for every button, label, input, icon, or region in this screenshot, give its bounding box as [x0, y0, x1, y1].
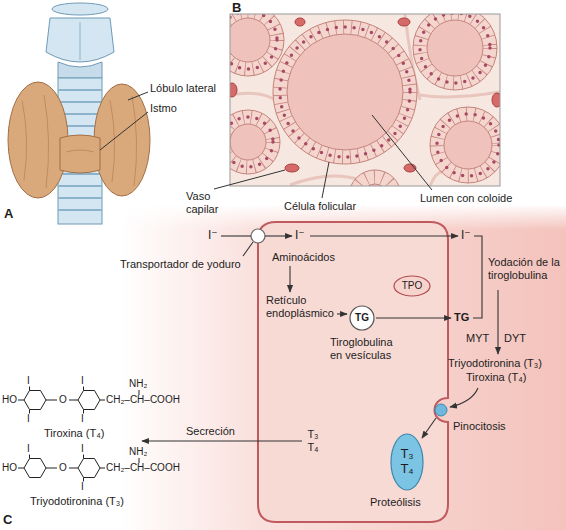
node-outline-shape: [391, 434, 423, 490]
atom-label: O: [59, 394, 67, 406]
ion-label: I⁻: [295, 228, 305, 242]
follicular-cell: [258, 222, 448, 522]
step-label: Tiroglobulina en vesículas: [330, 336, 402, 362]
follicle: [230, 110, 280, 174]
right-lobe: [94, 84, 150, 196]
enzyme-oval: TPO: [393, 275, 431, 297]
molecule-label: Tiroxina (T₄): [466, 371, 526, 384]
part-label: Lóbulo lateral: [150, 82, 216, 95]
atom-label: I: [81, 413, 84, 425]
molecule-label: TG: [454, 311, 469, 324]
node-label: T₃ T₄: [398, 447, 416, 477]
panel-letter: C: [3, 512, 12, 527]
atom-label: HO: [2, 394, 17, 406]
pinocytosis-vesicle: [435, 404, 447, 416]
step-label: Aminoácidos: [272, 251, 335, 264]
atom-label: I: [81, 481, 84, 493]
follicle: [230, 14, 284, 76]
ion-label: I⁻: [208, 228, 218, 242]
node-text-group: T₃ T₄: [398, 447, 416, 477]
atom-label: NH₂: [129, 378, 147, 390]
part-label: Célula folicular: [284, 200, 356, 213]
ion-label: I⁻: [461, 228, 471, 242]
atom-label: HO: [2, 462, 17, 474]
panel-background: [120, 206, 566, 530]
hormone-vesicle: T₃ T₄: [390, 433, 424, 491]
isthmus: [60, 135, 100, 173]
follicle: [430, 107, 500, 183]
leader-line: [214, 115, 432, 198]
atom-label: I: [27, 443, 30, 455]
trachea: [58, 78, 102, 224]
step-label: Yodación de la tiroglobulina: [488, 256, 564, 282]
atom-label: I: [81, 443, 84, 455]
follicle: [413, 14, 497, 90]
atom-label: I: [27, 375, 30, 387]
part-label: Lumen con coloide: [420, 192, 512, 205]
iodide-transporter: [251, 229, 265, 243]
step-label: Retículo endoplásmico: [266, 294, 336, 320]
node-label: TPO: [402, 280, 423, 292]
thyroid-cartilage: [46, 18, 114, 62]
leader-line: [100, 92, 148, 150]
cartilage-ridge: [80, 22, 81, 60]
follicle: [349, 170, 401, 186]
atom-label: NH₂: [129, 446, 147, 458]
node-text-group: TPO: [402, 280, 423, 292]
molecule-name: Tiroxina (T₄): [44, 427, 104, 440]
follicle: [273, 20, 417, 164]
atom-label: CH₂–CH–COOH: [106, 462, 180, 474]
step-label: Proteólisis: [370, 496, 421, 509]
part-label: Vaso capilar: [186, 190, 232, 216]
left-lobe: [8, 82, 68, 198]
thyroid-illustration: [8, 3, 150, 224]
node-text-group: TG: [355, 312, 369, 324]
part-label: Istmo: [150, 102, 177, 115]
node-outline-shape: [350, 306, 374, 330]
histology-illustration: [230, 14, 500, 186]
step-label: Secreción: [186, 425, 235, 438]
vesicle-circle: TG: [349, 305, 375, 331]
panel-letter: B: [232, 0, 241, 15]
atom-label: I: [81, 375, 84, 387]
node-outline-shape: [394, 276, 430, 296]
cricoid-cartilage: [58, 62, 102, 78]
micrograph-frame: [230, 14, 500, 186]
molecule-label: Triyodotironina (T₃): [448, 357, 542, 370]
lobe-texture: [22, 95, 137, 188]
atom-label: I: [27, 413, 30, 425]
part-label: Transportador de yoduro: [120, 258, 241, 271]
atom-label: O: [59, 462, 67, 474]
molecule-label: DYT: [504, 332, 526, 345]
molecule-label: MYT: [466, 332, 489, 345]
step-label: Pinocitosis: [453, 420, 506, 433]
atom-label: CH₂–CH–COOH: [106, 394, 180, 406]
capillaries: [230, 18, 500, 172]
hyoid-bone: [52, 3, 108, 15]
panel-letter: A: [4, 206, 13, 221]
node-label: TG: [355, 312, 369, 324]
molecule-name: Triyodotironina (T₃): [30, 495, 124, 508]
molecule-label: T₃ T₄: [305, 428, 321, 454]
